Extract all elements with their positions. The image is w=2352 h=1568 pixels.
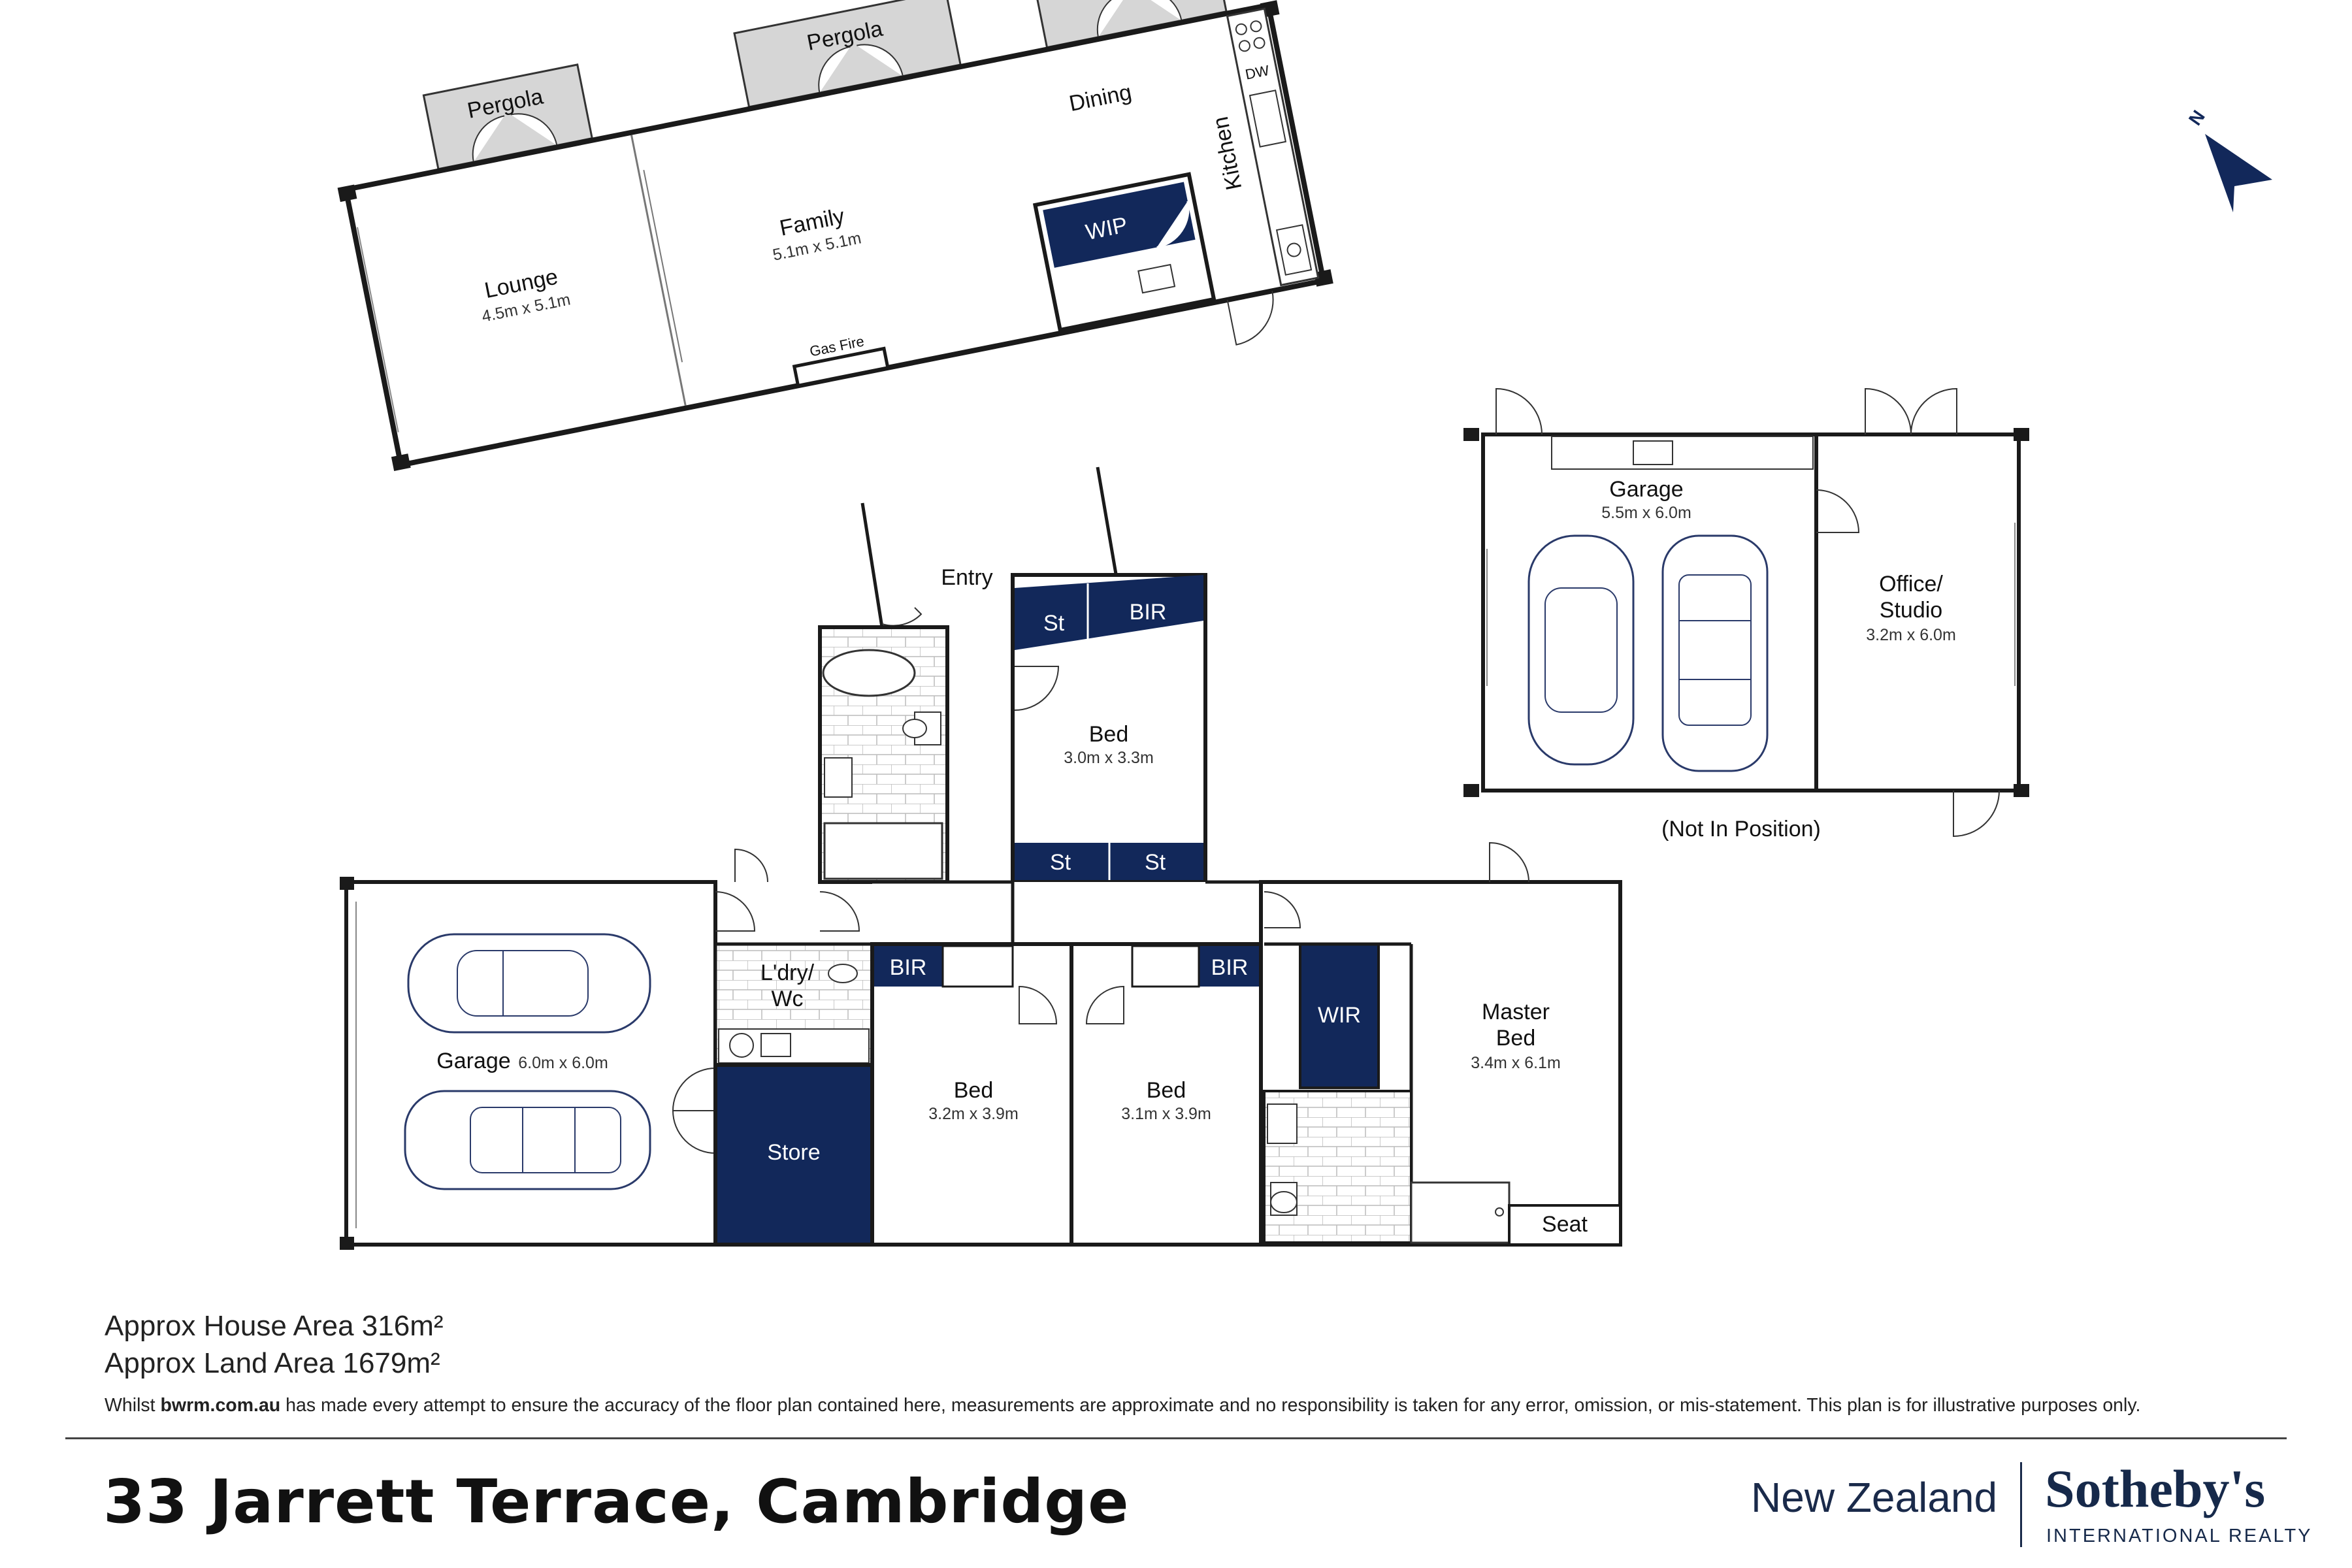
bed-3-bir-label: BIR: [1211, 955, 1249, 980]
kitchen-bench: [1226, 7, 1320, 287]
garage-main-label: Garage: [436, 1049, 510, 1073]
bed-3-size: 3.1m x 3.9m: [1121, 1105, 1211, 1123]
office-size: 3.2m x 6.0m: [1866, 626, 1956, 644]
compass-icon: N: [2185, 106, 2272, 212]
laundry-label-1: L'dry/: [760, 960, 815, 985]
bed-2-label: Bed: [954, 1078, 994, 1103]
property-address: 33 Jarrett Terrace, Cambridge: [103, 1467, 1130, 1537]
seat-label: Seat: [1542, 1212, 1588, 1237]
entry-label: Entry: [941, 565, 992, 590]
bedroom-wing: Garage 6.0m x 6.0m L'dry/ Wc Store BIR B…: [340, 841, 1622, 1250]
master-label-2: Bed: [1496, 1026, 1536, 1051]
bed-2-bir-label: BIR: [890, 955, 927, 980]
disclaimer: Whilst bwrm.com.au has made every attemp…: [105, 1395, 2274, 1416]
detached-building: Garage 5.5m x 6.0m Office/ Studio 3.2m x…: [1463, 387, 2029, 841]
car-2-icon: [404, 1090, 651, 1190]
bed-north-st-2: St: [1145, 850, 1166, 875]
car-1-icon: [407, 933, 651, 1034]
not-in-position-label: (Not In Position): [1661, 817, 1821, 841]
compass-n-label: N: [2185, 106, 2209, 129]
master-label-1: Master: [1482, 1000, 1550, 1024]
main-bathroom: [818, 625, 949, 884]
bed-north-st-1: St: [1050, 850, 1071, 875]
disclaimer-site[interactable]: bwrm.com.au: [160, 1395, 281, 1416]
master-size: 3.4m x 6.1m: [1471, 1054, 1561, 1072]
bed-north-label: Bed: [1089, 722, 1129, 747]
bed-north-st-label: St: [1043, 611, 1065, 636]
car-4-icon: [1661, 534, 1769, 772]
office-label-2: Studio: [1880, 598, 1942, 623]
garage-main-size: 6.0m x 6.0m: [518, 1054, 608, 1072]
laundry-label-2: Wc: [771, 987, 803, 1011]
living-wing: Pergola Pergola Pergola DW Kitchen: [337, 0, 1333, 471]
garage-detached-size: 5.5m x 6.0m: [1601, 504, 1691, 522]
gas-fire: [792, 346, 890, 388]
disclaimer-prefix: Whilst: [105, 1395, 155, 1416]
bed-3-label: Bed: [1147, 1078, 1186, 1103]
brand-logo: Sotheby's: [2045, 1459, 2266, 1518]
store-label: Store: [767, 1140, 820, 1165]
garage-detached-label: Garage: [1609, 477, 1683, 502]
house-area: Approx House Area 316m²: [105, 1310, 444, 1342]
disclaimer-text: has made every attempt to ensure the acc…: [286, 1395, 2141, 1416]
entry-passage: Entry: [860, 466, 1119, 628]
bed-north-size: 3.0m x 3.3m: [1064, 749, 1154, 767]
car-3-icon: [1527, 534, 1635, 766]
divider-rule: [65, 1437, 2287, 1439]
brand-divider: [2020, 1462, 2022, 1547]
land-area: Approx Land Area 1679m²: [105, 1347, 440, 1379]
wir-label: WIR: [1318, 1003, 1361, 1028]
brand-region: New Zealand: [1751, 1474, 1998, 1521]
office-label-1: Office/: [1879, 572, 1943, 596]
bedroom-north: St BIR St St Bed 3.0m x 3.3m: [1011, 573, 1207, 884]
bed-north-bir-label: BIR: [1130, 600, 1167, 625]
brand-subtitle: INTERNATIONAL REALTY: [2046, 1526, 2313, 1546]
bed-2-size: 3.2m x 3.9m: [928, 1105, 1019, 1123]
